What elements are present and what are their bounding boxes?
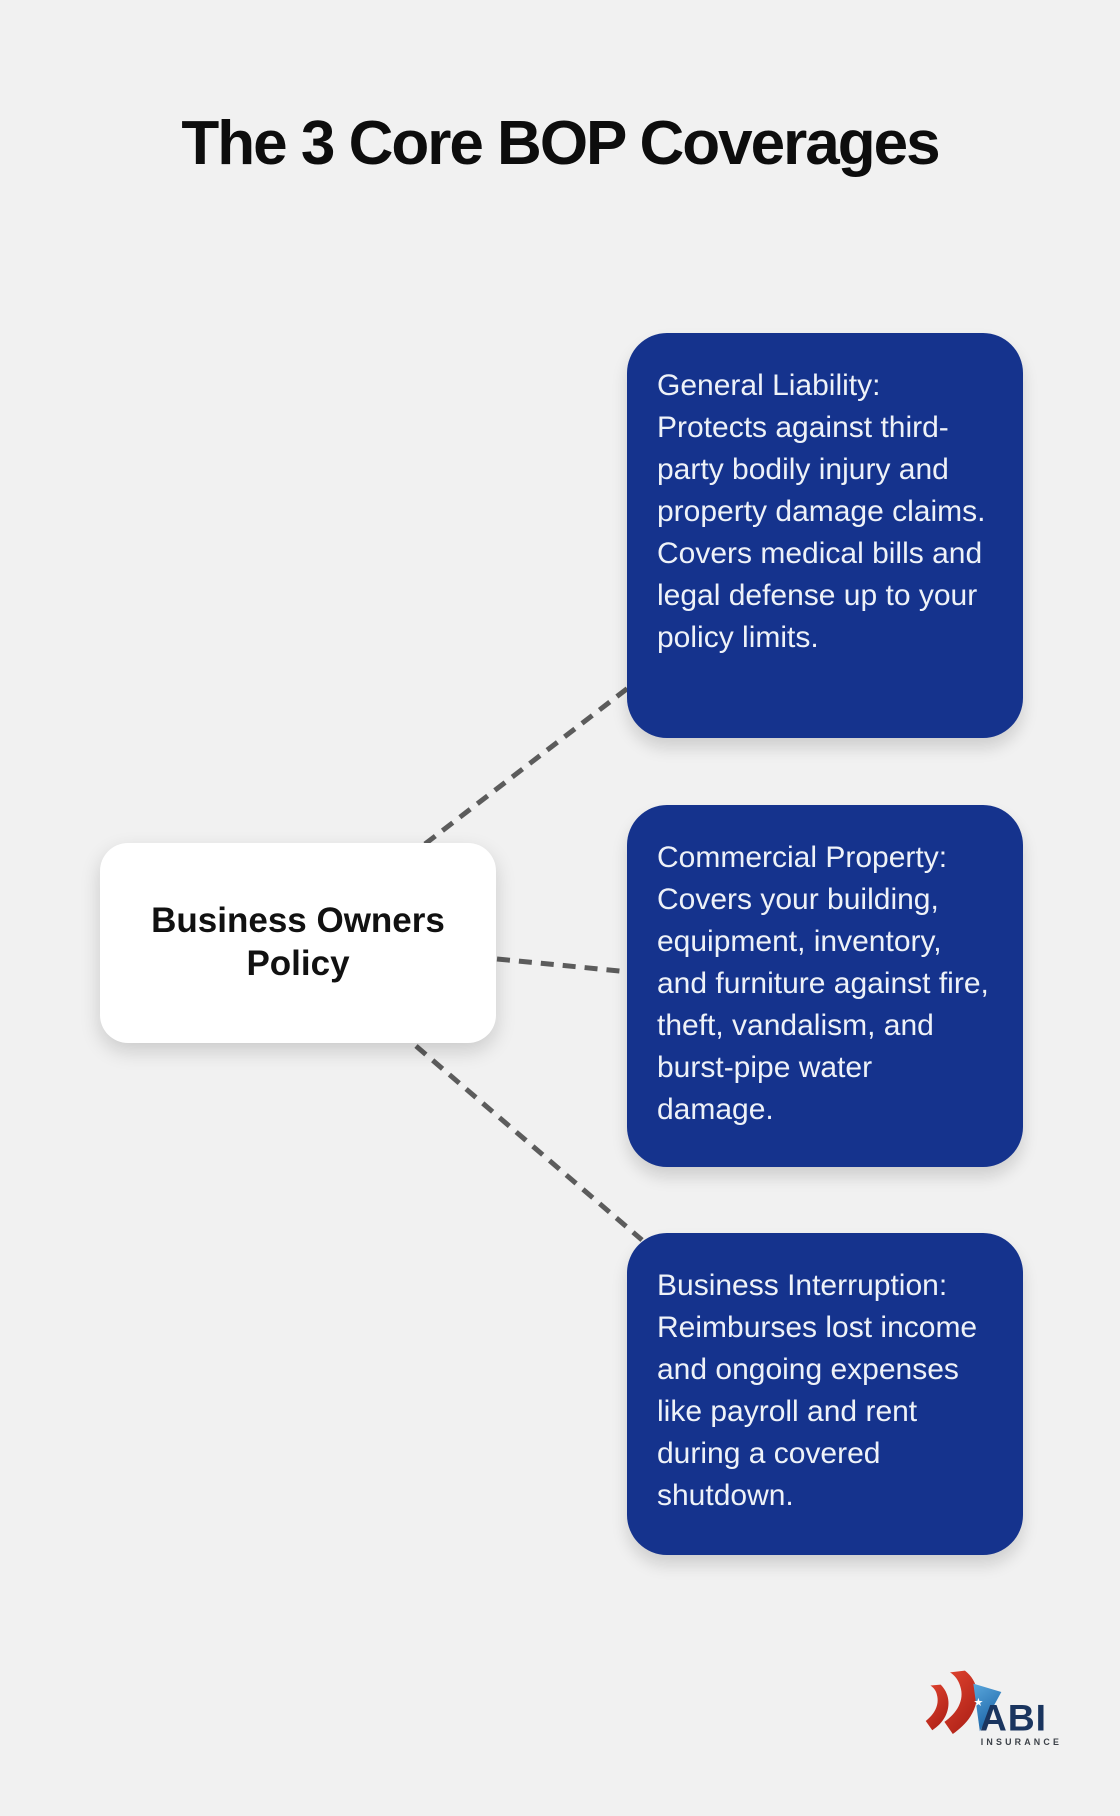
coverage-box-commercial-property: Commercial Property: Covers your buildin… bbox=[627, 805, 1023, 1167]
logo-name: ABI bbox=[980, 1696, 1047, 1738]
connector-business-interruption bbox=[414, 1044, 644, 1242]
connector-commercial-property bbox=[496, 956, 631, 975]
coverage-box-general-liability: General Liability: Protects against thir… bbox=[627, 333, 1023, 738]
coverage-box-business-interruption: Business Interruption: Reimburses lost i… bbox=[627, 1233, 1023, 1555]
coverage-text-general-liability: General Liability: Protects against thir… bbox=[657, 369, 986, 654]
logo-star-icon: ★ bbox=[973, 1696, 983, 1709]
logo-flag-icon bbox=[973, 1683, 1002, 1732]
abi-insurance-logo: ★ ABI INSURANCE bbox=[922, 1666, 1062, 1761]
connector-general-liability bbox=[423, 686, 630, 846]
coverage-text-commercial-property: Commercial Property: Covers your buildin… bbox=[657, 841, 989, 1126]
logo-swoosh-large-icon bbox=[944, 1670, 978, 1735]
logo-subtitle: INSURANCE bbox=[981, 1737, 1062, 1747]
coverage-text-business-interruption: Business Interruption: Reimburses lost i… bbox=[657, 1269, 978, 1512]
root-node-business-owners-policy: Business Owners Policy bbox=[100, 843, 496, 1043]
logo-swoosh-small-icon bbox=[925, 1684, 949, 1731]
root-node-label: Business Owners Policy bbox=[151, 901, 445, 983]
abi-logo-graphic: ★ ABI INSURANCE bbox=[925, 1670, 1062, 1747]
page-title: The 3 Core BOP Coverages bbox=[181, 109, 940, 178]
